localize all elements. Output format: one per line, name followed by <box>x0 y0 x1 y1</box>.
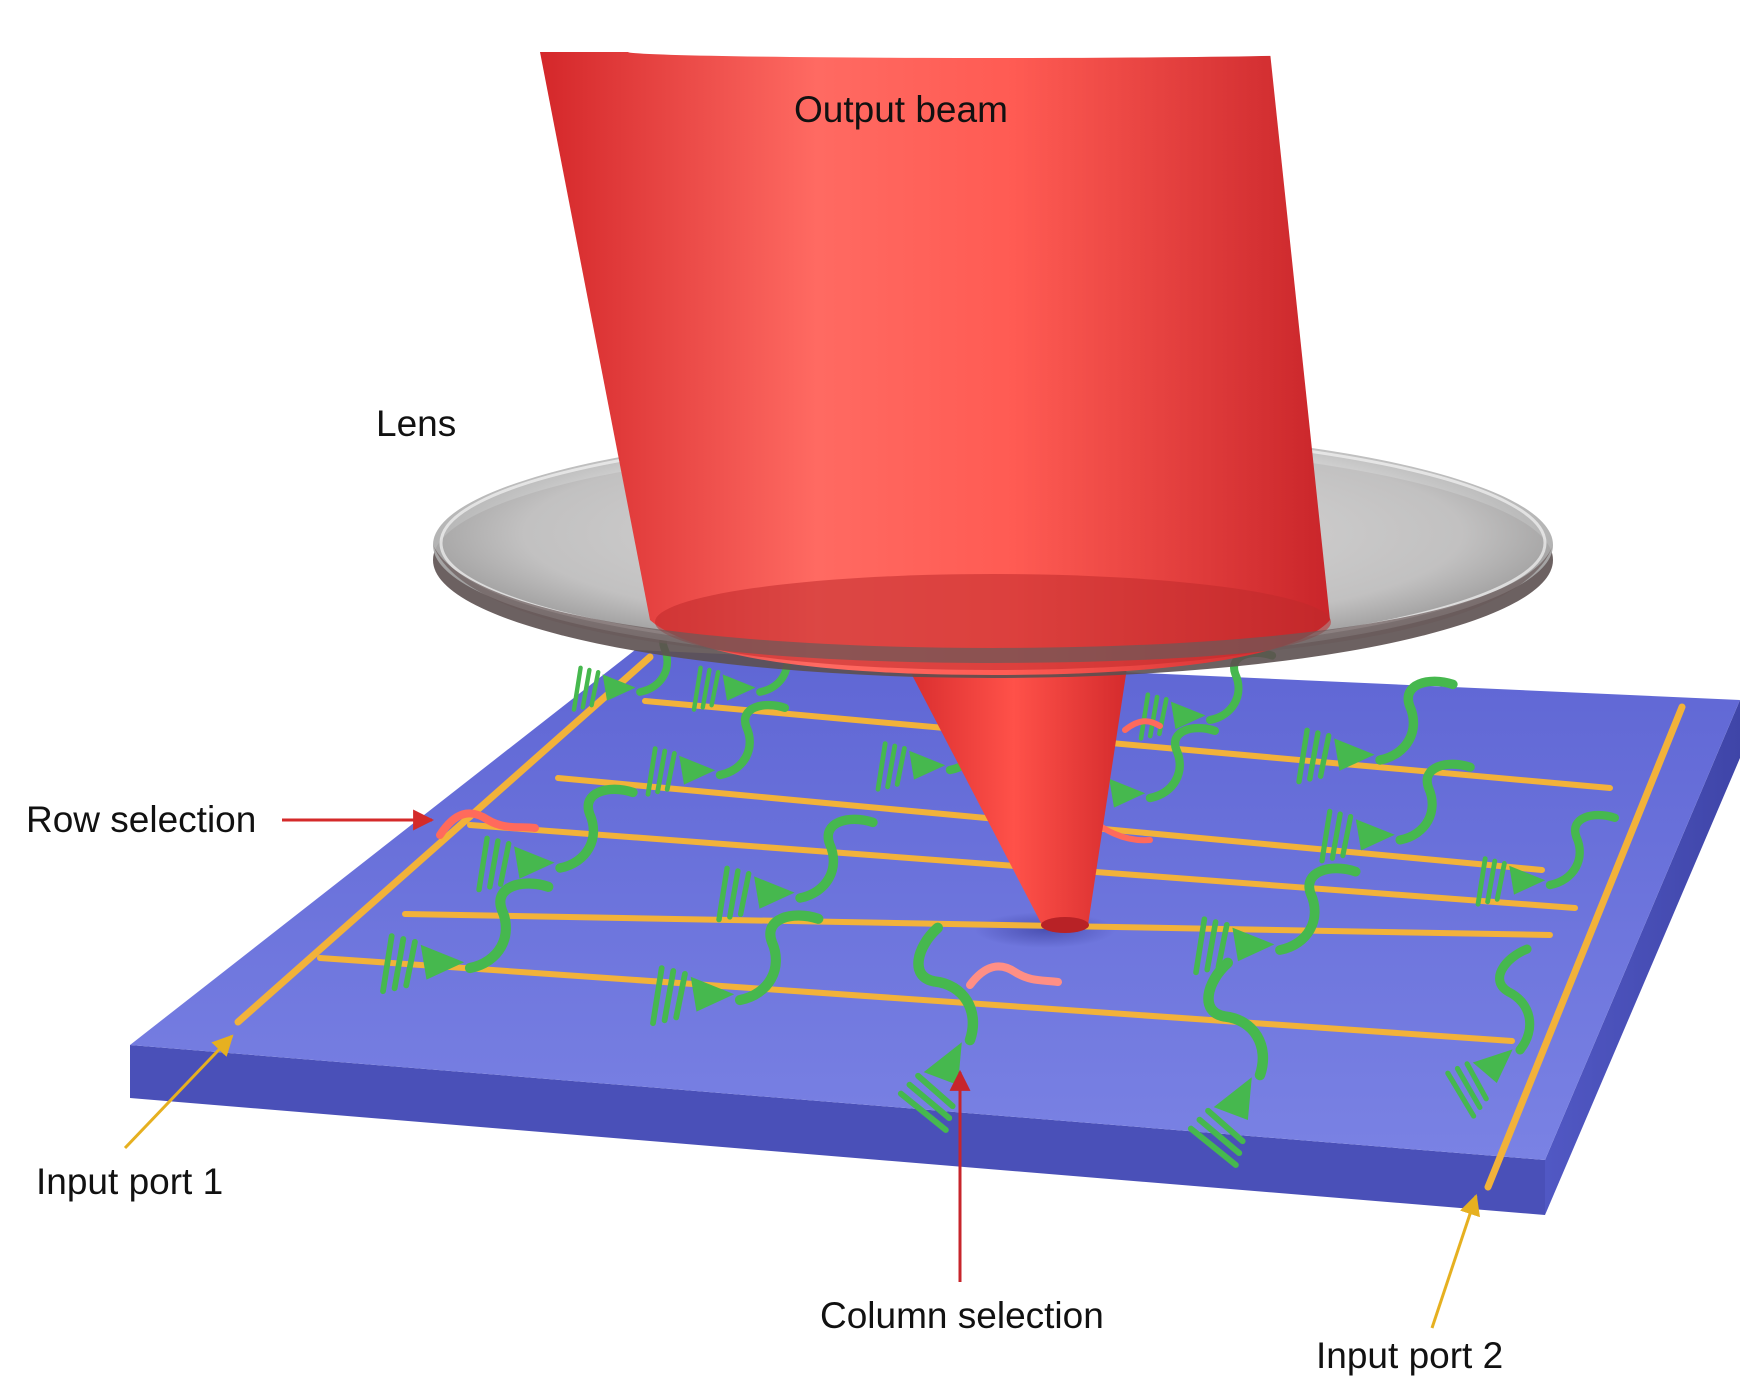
output-beam-label: Output beam <box>794 89 1008 130</box>
lens-label: Lens <box>376 403 456 444</box>
focused-beam-cone <box>898 648 1130 933</box>
input-port-1-arrow <box>123 1034 234 1150</box>
selection-switch-icon <box>436 809 539 839</box>
row-selection-label: Row selection <box>26 799 256 840</box>
column-waveguides <box>234 653 1686 1191</box>
selection-switch-icon <box>966 962 1062 989</box>
input-port-2-label: Input port 2 <box>1316 1335 1503 1376</box>
input-port-2-arrow <box>1430 1194 1480 1329</box>
input-port-1-label: Input port 1 <box>36 1161 223 1202</box>
annotation-arrows <box>123 809 1480 1329</box>
selection-switch-icon <box>1122 718 1163 733</box>
output-beam <box>540 46 1358 675</box>
chip-substrate <box>130 650 1740 1215</box>
column-selection-label: Column selection <box>820 1295 1104 1336</box>
